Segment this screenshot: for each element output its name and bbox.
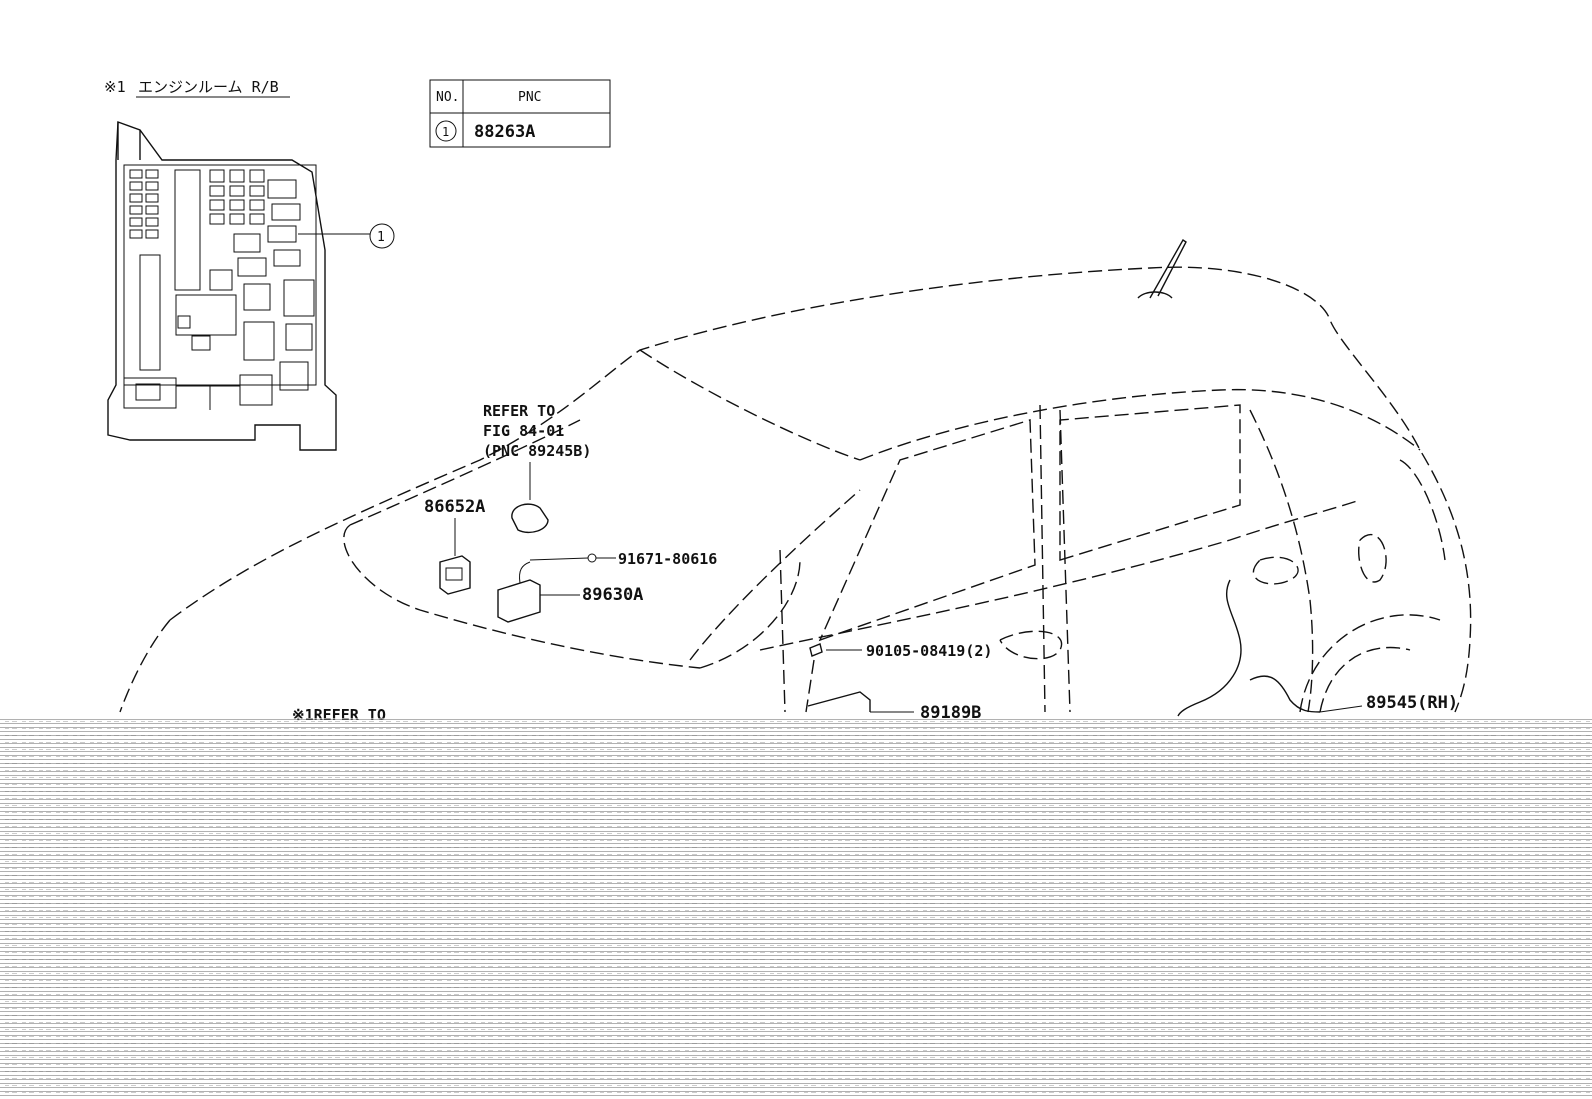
component-89189b xyxy=(807,691,914,713)
table-row-pnc: 88263A xyxy=(474,122,535,142)
refer-to-label-line1: REFER TO xyxy=(483,402,555,420)
part-label-90105-08419: 90105-08419(2) xyxy=(866,642,992,660)
inset-marker: ※1 xyxy=(104,78,126,96)
callout-1-circle xyxy=(369,223,395,249)
callout-1-number: 1 xyxy=(377,230,385,245)
component-86652a xyxy=(439,518,471,595)
bolt-91671 xyxy=(529,553,616,563)
pnc-table xyxy=(429,79,611,148)
table-header-pnc: PNC xyxy=(518,90,541,105)
part-label-89545-rh: 89545(RH) xyxy=(1366,693,1458,713)
refer-to-label-line2: FIG 84-01 xyxy=(483,422,564,440)
component-89630a xyxy=(497,561,580,623)
inset-title: エンジンルーム R/B xyxy=(138,78,279,96)
part-label-91671-80616: 91671-80616 xyxy=(618,550,717,568)
part-label-86652a: 86652A xyxy=(424,497,485,517)
sensor-89545-harness xyxy=(1177,579,1363,717)
refer-to-label-line3: (PNC 89245B) xyxy=(483,442,591,460)
relay-block-drawing xyxy=(107,121,370,451)
vehicle-outline xyxy=(119,239,1472,713)
component-89245b-sensor xyxy=(511,462,549,534)
clip-90105 xyxy=(805,643,862,713)
table-header-no: NO. xyxy=(436,90,459,105)
part-label-89630a: 89630A xyxy=(582,585,643,605)
table-row-no: 1 xyxy=(442,125,449,139)
scan-noise-region xyxy=(0,718,1592,1099)
